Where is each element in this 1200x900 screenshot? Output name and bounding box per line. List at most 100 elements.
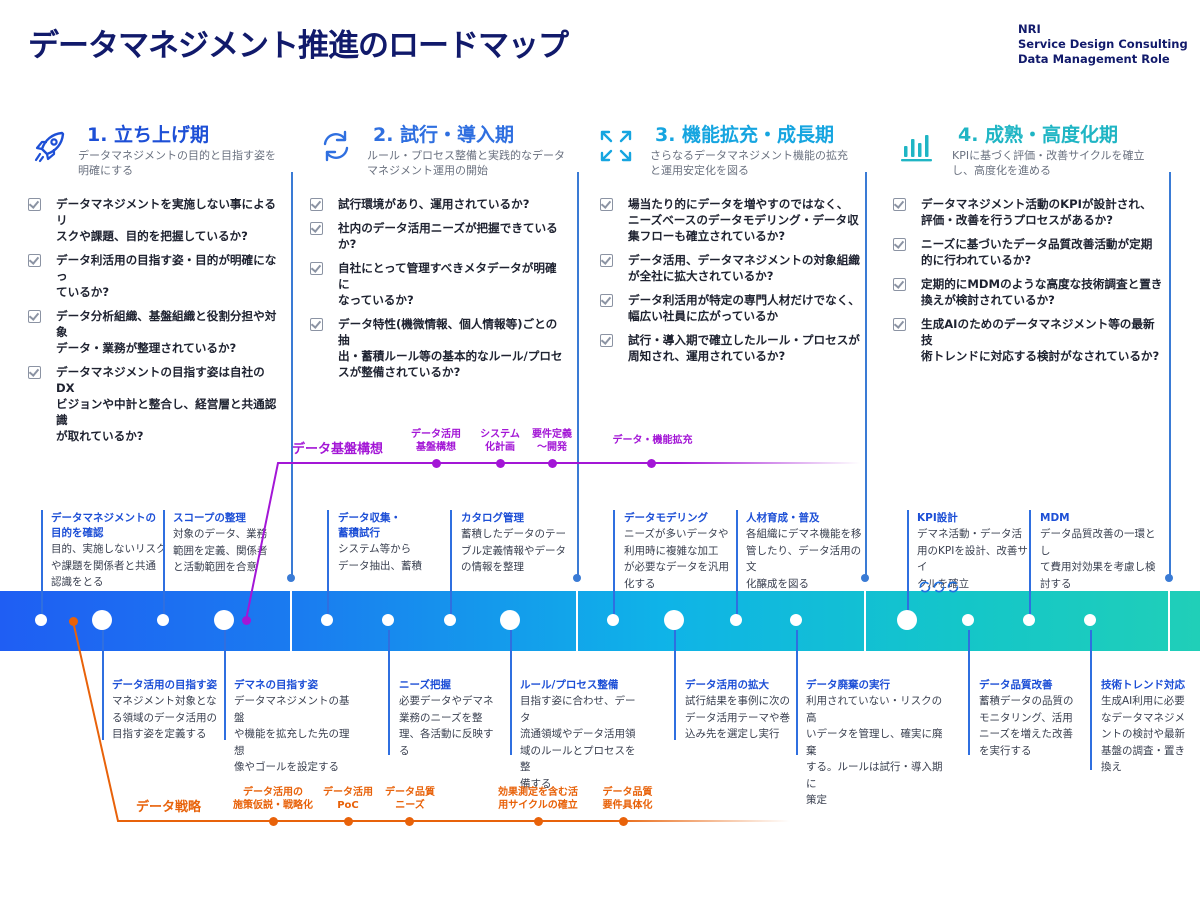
kiban-milestone-label: データ活用基盤構想 xyxy=(411,429,461,453)
note-connector xyxy=(613,510,615,615)
checkbox-icon xyxy=(600,334,613,347)
timeline-dot xyxy=(321,614,333,626)
note-purpose-check: データマネジメントの目的を確認 目的、実施しないリスクや課題を関係者と共通認識を… xyxy=(51,512,167,588)
phase-3-subtitle: さらなるデータマネジメント機能の拡充と運用安定化を図る xyxy=(650,149,848,177)
phase-divider-dot xyxy=(861,574,869,582)
note-usage-vision: データ活用の目指す姿 マネジメント対象となる領域のデータ活用の目指す姿を定義する xyxy=(112,679,217,740)
timeline-dot xyxy=(382,614,394,626)
senryaku-milestone-dot xyxy=(269,817,278,826)
band-separator xyxy=(290,591,292,651)
checkbox-icon xyxy=(893,238,906,251)
phase-1-subtitle: データマネジメントの目的と目指す姿を明確にする xyxy=(78,149,276,177)
timeline-dot xyxy=(214,610,234,630)
kiban-milestone-label: データ・機能拡充 xyxy=(612,435,693,446)
cycle-arrows-icon xyxy=(323,130,349,162)
note-connector xyxy=(327,510,329,615)
phase-divider-line xyxy=(1169,172,1171,577)
phase-4-name: 4. 成熟・高度化期 xyxy=(958,124,1119,146)
checkbox-icon xyxy=(893,198,906,211)
checkbox-icon xyxy=(600,198,613,211)
note-tech-trend: 技術トレンド対応 生成AI利用に必要なデータマネジメントの検討や最新基盤の調査・… xyxy=(1101,679,1185,773)
track-start-dot xyxy=(242,616,251,625)
note-mdm: MDM データ品質改善の一環として費用対効果を考慮し検討する xyxy=(1040,512,1156,590)
checklist-item: データマネジメント活動のKPIが設計され、評価・改善を行うプロセスがあるか? xyxy=(893,196,1163,228)
senryaku-milestone-label: データ活用の施策仮説・戦略化 xyxy=(233,787,313,811)
checkbox-icon xyxy=(310,262,323,275)
timeline-dot xyxy=(1084,614,1096,626)
senryaku-milestone-label: データ品質ニーズ xyxy=(385,787,435,811)
note-data-modeling: データモデリング ニーズが多いデータや利用時に複雑な加工が必要なデータを汎用化す… xyxy=(624,512,729,590)
phase-divider-dot xyxy=(287,574,295,582)
note-quality: データ品質改善 蓄積データの品質のモニタリング、活用ニーズを増えた改善を実行する xyxy=(979,679,1074,757)
expand-icon xyxy=(600,130,632,162)
checkbox-icon xyxy=(310,222,323,235)
checkbox-icon xyxy=(893,318,906,331)
checklist-item: ニーズに基づいたデータ品質改善活動が定期的に行われているか? xyxy=(893,236,1163,268)
note-talent: 人材育成・普及 各組織にデマネ機能を移管したり、データ活用の文化醸成を図る xyxy=(746,512,862,590)
senryaku-milestone-label: 効果測定を含む活用サイクルの確立 xyxy=(498,787,578,811)
senryaku-milestone-dot xyxy=(344,817,353,826)
note-rules: ルール/プロセス整備 目指す姿に合わせ、データ流通領域やデータ活用領域のルールと… xyxy=(520,679,636,790)
note-connector xyxy=(1090,630,1092,770)
checklist-item: データ分析組織、基盤組織と役割分担や対象データ・業務が整理されているか? xyxy=(28,308,283,356)
note-connector xyxy=(674,630,676,740)
note-connector xyxy=(450,510,452,615)
checkbox-icon xyxy=(310,318,323,331)
band-separator xyxy=(576,591,578,651)
checklist-item: データ活用、データマネジメントの対象組織が全社に拡大されているか? xyxy=(600,252,862,284)
phase-1-checklist: データマネジメントを実施しない事によるリスクや課題、目的を把握しているか? デー… xyxy=(28,196,283,452)
timeline-dot xyxy=(897,610,917,630)
bar-chart-icon xyxy=(901,135,932,162)
note-needs: ニーズ把握 必要データやデマネ業務のニーズを整理、各活動に反映する xyxy=(399,679,494,757)
kiban-milestone-label: 要件定義〜開発 xyxy=(532,429,572,453)
note-kpi: KPI設計 デマネ活動・データ活用のKPIを設計、改善サイクルを確立 xyxy=(917,512,1028,590)
checklist-item: データ特性(機微情報、個人情報等)ごとの抽出・蓄積ルール等の基本的なルール/プロ… xyxy=(310,316,565,380)
checklist-item: データ利活用が特定の専門人材だけでなく、幅広い社員に広がっているか xyxy=(600,292,862,324)
checkbox-icon xyxy=(600,294,613,307)
track-start-dot xyxy=(69,617,78,626)
note-connector xyxy=(1029,510,1031,615)
checklist-item: 社内のデータ活用ニーズが把握できているか? xyxy=(310,220,565,252)
checkbox-icon xyxy=(893,278,906,291)
checkbox-icon xyxy=(310,198,323,211)
timeline-dot xyxy=(444,614,456,626)
note-connector xyxy=(163,510,165,615)
checkbox-icon xyxy=(28,254,41,267)
note-connector xyxy=(907,510,909,615)
note-connector xyxy=(510,630,512,755)
note-data-collection: データ収集・蓄積試行 システム等からデータ抽出、蓄積 xyxy=(338,512,422,572)
note-connector xyxy=(796,630,798,755)
phase-2-subtitle: ルール・プロセス整備と実践的なデータマネジメント運用の開始 xyxy=(367,149,565,177)
timeline-dot xyxy=(790,614,802,626)
note-connector xyxy=(41,510,43,615)
timeline-dot xyxy=(157,614,169,626)
phase-1-name: 1. 立ち上げ期 xyxy=(87,124,210,146)
phase-2-checklist: 試行環境があり、運用されているか? 社内のデータ活用ニーズが把握できているか? … xyxy=(310,196,565,388)
page-title: データマネジメント推進のロードマップ xyxy=(28,28,569,64)
phase-2-name: 2. 試行・導入期 xyxy=(373,124,515,146)
senryaku-track-label: データ戦略 xyxy=(136,800,202,815)
note-dm-vision: デマネの目指す姿 データマネジメントの基盤や機能を拡充した先の理想像やゴールを設… xyxy=(234,679,350,773)
timeline-dot xyxy=(92,610,112,630)
note-connector xyxy=(388,630,390,755)
note-connector xyxy=(968,630,970,755)
timeline-dot xyxy=(1023,614,1035,626)
checklist-item: 試行・導入期で確立したルール・プロセスが周知され、運用されているか? xyxy=(600,332,862,364)
phase-divider-line xyxy=(291,172,293,577)
phase-3-name: 3. 機能拡充・成長期 xyxy=(655,124,835,146)
brand-logo-text: NRI Service Design Consulting Data Manag… xyxy=(1018,22,1188,66)
kiban-milestone-dot xyxy=(647,459,656,468)
checkbox-icon xyxy=(28,198,41,211)
timeline-dot xyxy=(500,610,520,630)
phase-divider-line xyxy=(577,172,579,577)
band-separator xyxy=(864,591,866,651)
checklist-item: データ利活用の目指す姿・目的が明確になっているか? xyxy=(28,252,283,300)
kiban-milestone-label: システム化計画 xyxy=(480,429,520,453)
note-scope: スコープの整理 対象のデータ、業務範囲を定義、関係者と活動範囲を合意 xyxy=(173,512,268,573)
kiban-milestone-dot xyxy=(496,459,505,468)
timeline-dot xyxy=(607,614,619,626)
kiban-track-label: データ基盤構想 xyxy=(292,442,384,457)
phase-divider-line xyxy=(865,172,867,577)
